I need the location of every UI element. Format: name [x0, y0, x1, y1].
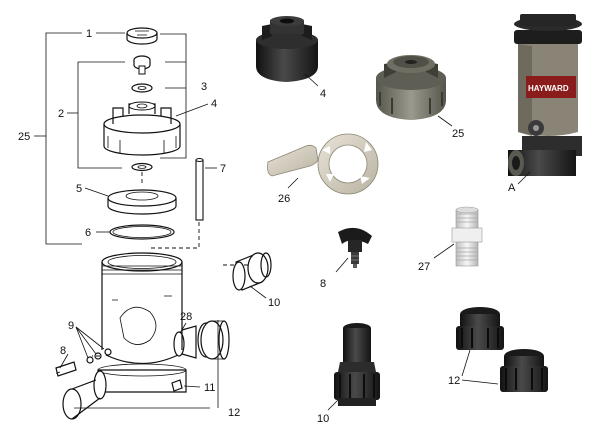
callout-8-drawing: 8 [60, 345, 66, 357]
brand-label: HAYWARD [528, 84, 569, 93]
body-drawing [55, 252, 230, 420]
callout-4-photo: 4 [320, 88, 326, 100]
part-8-photo [338, 227, 372, 268]
part-26-photo [267, 133, 379, 195]
bracket-2 [67, 61, 125, 169]
callout-10-drawing: 10 [268, 297, 280, 309]
callout-6: 6 [85, 227, 91, 239]
callout-11: 11 [204, 382, 215, 394]
part-2-washer-drawing [131, 162, 153, 172]
callout-2: 2 [58, 108, 64, 120]
callout-25-drawing: 25 [18, 131, 30, 143]
callout-7: 7 [220, 163, 226, 175]
part-1-drawing [126, 27, 158, 45]
callout-3: 3 [201, 81, 207, 93]
callout-12-drawing: 12 [228, 407, 240, 419]
part-10-drawing [232, 252, 272, 291]
part-A-photo: HAYWARD [508, 14, 582, 176]
part-5-drawing [107, 189, 177, 215]
callout-26: 26 [278, 193, 290, 205]
callout-4-drawing: 4 [211, 98, 217, 110]
callout-5: 5 [76, 183, 82, 195]
part-4-drawing [103, 101, 181, 156]
part-4-photo [256, 16, 318, 82]
callout-9: 9 [68, 320, 74, 332]
callout-A: A [508, 182, 516, 194]
part-25-photo [376, 55, 446, 120]
part-27-photo [451, 206, 483, 267]
part-3-washer-drawing [131, 83, 153, 93]
callout-28: 28 [180, 311, 192, 323]
callout-12-photo: 12 [448, 375, 460, 387]
part-6-drawing [109, 224, 175, 240]
part-12-photo-2 [500, 349, 548, 392]
callout-10-photo: 10 [317, 413, 329, 425]
callout-8-photo: 8 [320, 278, 326, 290]
callout-1: 1 [86, 28, 92, 40]
callout-25-photo: 25 [452, 128, 464, 140]
part-3-screw-drawing [133, 55, 151, 75]
bracket-25 [34, 32, 82, 245]
callout-27: 27 [418, 261, 430, 273]
part-7-drawing [195, 158, 204, 221]
part-10-photo [334, 323, 380, 406]
part-12-photo-1 [456, 307, 504, 350]
bracket-3 [160, 33, 187, 159]
